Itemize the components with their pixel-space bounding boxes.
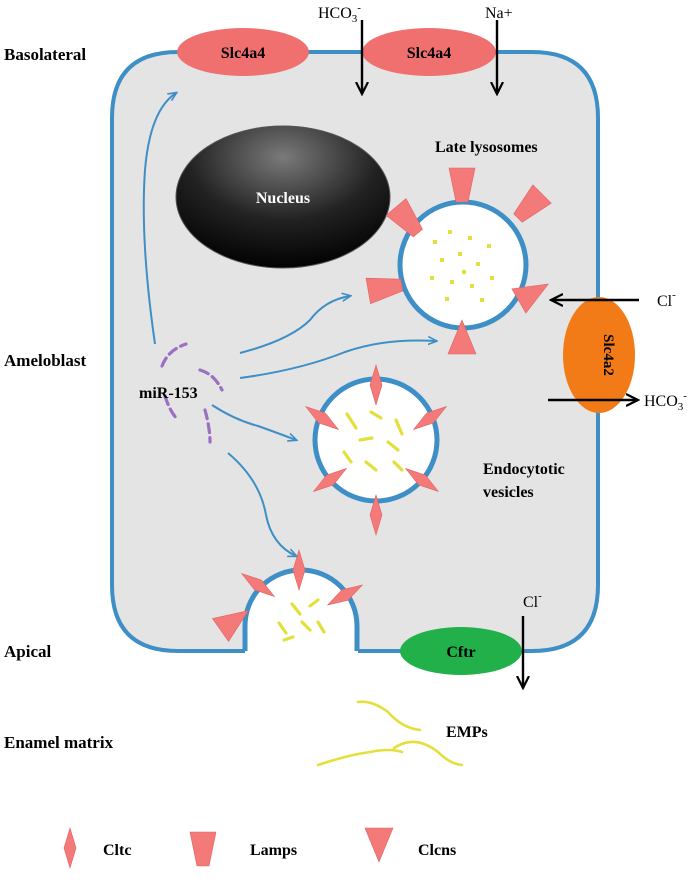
hco3-right-label: HCO3- xyxy=(644,390,687,413)
cftr-label: Cftr xyxy=(446,644,475,661)
late-lysosome xyxy=(397,199,529,331)
slc4a4-right-transporter xyxy=(362,28,496,76)
emps-label: EMPs xyxy=(446,724,488,741)
cl-right-label: Cl- xyxy=(657,289,676,310)
slc4a2-exchanger xyxy=(563,297,635,413)
mir153-strands xyxy=(160,342,224,444)
legend-clcns-label: Clcns xyxy=(418,842,456,859)
legend-cltc-symbol xyxy=(63,827,77,869)
endocytotic-label-line2: vesicles xyxy=(483,484,534,501)
legend-clcns-symbol xyxy=(364,827,394,863)
slc4a2-label: Slc4a2 xyxy=(600,334,616,376)
endocytotic-label-line1: Endocytotic xyxy=(483,461,565,478)
apical-label: Apical xyxy=(4,642,52,661)
hco3-top-label: HCO3- xyxy=(318,2,361,25)
cftr-channel xyxy=(400,627,522,675)
mir153-arrows xyxy=(142,93,436,556)
apical-vesicle-cargo xyxy=(277,598,326,642)
slc4a4-left-label: Slc4a4 xyxy=(221,45,265,62)
cl-apical-label: Cl- xyxy=(523,590,542,611)
legend-lamps-symbol xyxy=(189,831,217,867)
enamel-matrix-label: Enamel matrix xyxy=(4,733,114,752)
legend-lamps-label: Lamps xyxy=(250,842,297,859)
mir153-label: miR-153 xyxy=(139,385,198,402)
nucleus xyxy=(175,125,391,269)
slc4a4-left-transporter xyxy=(177,28,309,76)
ameloblast-label: Ameloblast xyxy=(4,351,87,370)
legend-cltc-label: Cltc xyxy=(103,842,131,859)
basolateral-label: Basolateral xyxy=(4,45,86,64)
vesicle-cargo xyxy=(342,410,404,472)
late-lysosome-cargo xyxy=(430,230,494,302)
slc4a4-right-label: Slc4a4 xyxy=(407,45,451,62)
na-top-label: Na+ xyxy=(485,5,513,22)
nucleus-label: Nucleus xyxy=(256,190,310,207)
late-lysosomes-label: Late lysosomes xyxy=(435,139,538,156)
emp-strands xyxy=(316,700,464,767)
